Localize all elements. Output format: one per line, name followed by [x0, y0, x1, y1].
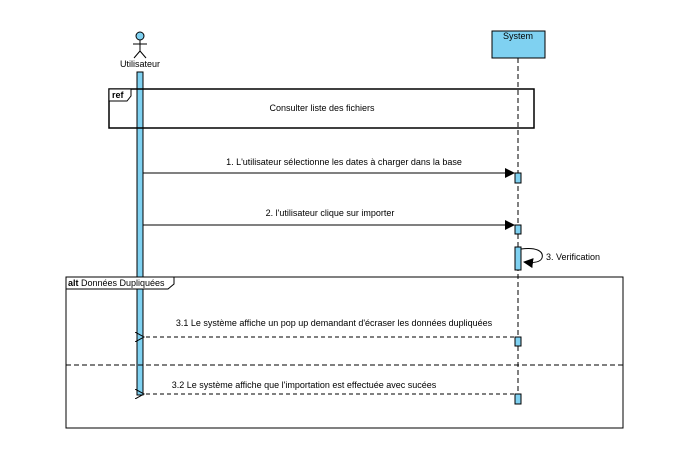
message-2-label: 2. l'utilisateur clique sur importer [266, 208, 395, 218]
alt-frame-tag: alt [68, 278, 79, 288]
ref-frame-tag: ref [112, 90, 125, 100]
alt-frame-tag-box [65, 276, 175, 290]
actor-user-label: Utilisateur [120, 59, 160, 69]
message-3-label: 3. Verification [546, 252, 600, 262]
alt-frame[interactable]: alt Données Dupliquées [65, 276, 624, 429]
alt-frame-box [65, 276, 624, 429]
ref-frame-box [108, 88, 535, 129]
alt-frame-condition: Données Dupliquées [81, 278, 165, 288]
system-activation-3 [514, 246, 522, 271]
message-3-2-label: 3.2 Le système affiche que l'importation… [172, 380, 437, 390]
message-1-label: 1. L'utilisateur sélectionne les dates à… [226, 157, 462, 167]
stick-figure-icon [133, 31, 147, 59]
actor-user[interactable]: Utilisateur [120, 31, 160, 69]
ref-frame-tag-box [108, 88, 132, 102]
message-3[interactable]: 3. Verification [520, 248, 600, 269]
system-activation-2 [514, 224, 522, 235]
ref-frame-text: Consulter liste des fichiers [269, 103, 375, 113]
user-activation-bar [136, 71, 144, 396]
actor-system-label: System [503, 31, 533, 41]
system-activation-5 [514, 393, 522, 405]
message-3-arrow [520, 248, 543, 269]
message-3-1-label: 3.1 Le système affiche un pop up demanda… [176, 318, 493, 328]
actor-system[interactable]: System [491, 30, 546, 59]
system-head-box [491, 30, 546, 59]
message-1[interactable]: 1. L'utilisateur sélectionne les dates à… [143, 157, 515, 178]
system-activation-1 [514, 172, 522, 184]
system-activation-4 [514, 336, 522, 347]
message-3-1[interactable]: 3.1 Le système affiche un pop up demanda… [144, 318, 514, 337]
ref-frame[interactable]: ref Consulter liste des fichiers [108, 88, 535, 129]
message-2[interactable]: 2. l'utilisateur clique sur importer [143, 208, 515, 230]
message-3-2[interactable]: 3.2 Le système affiche que l'importation… [144, 380, 514, 394]
